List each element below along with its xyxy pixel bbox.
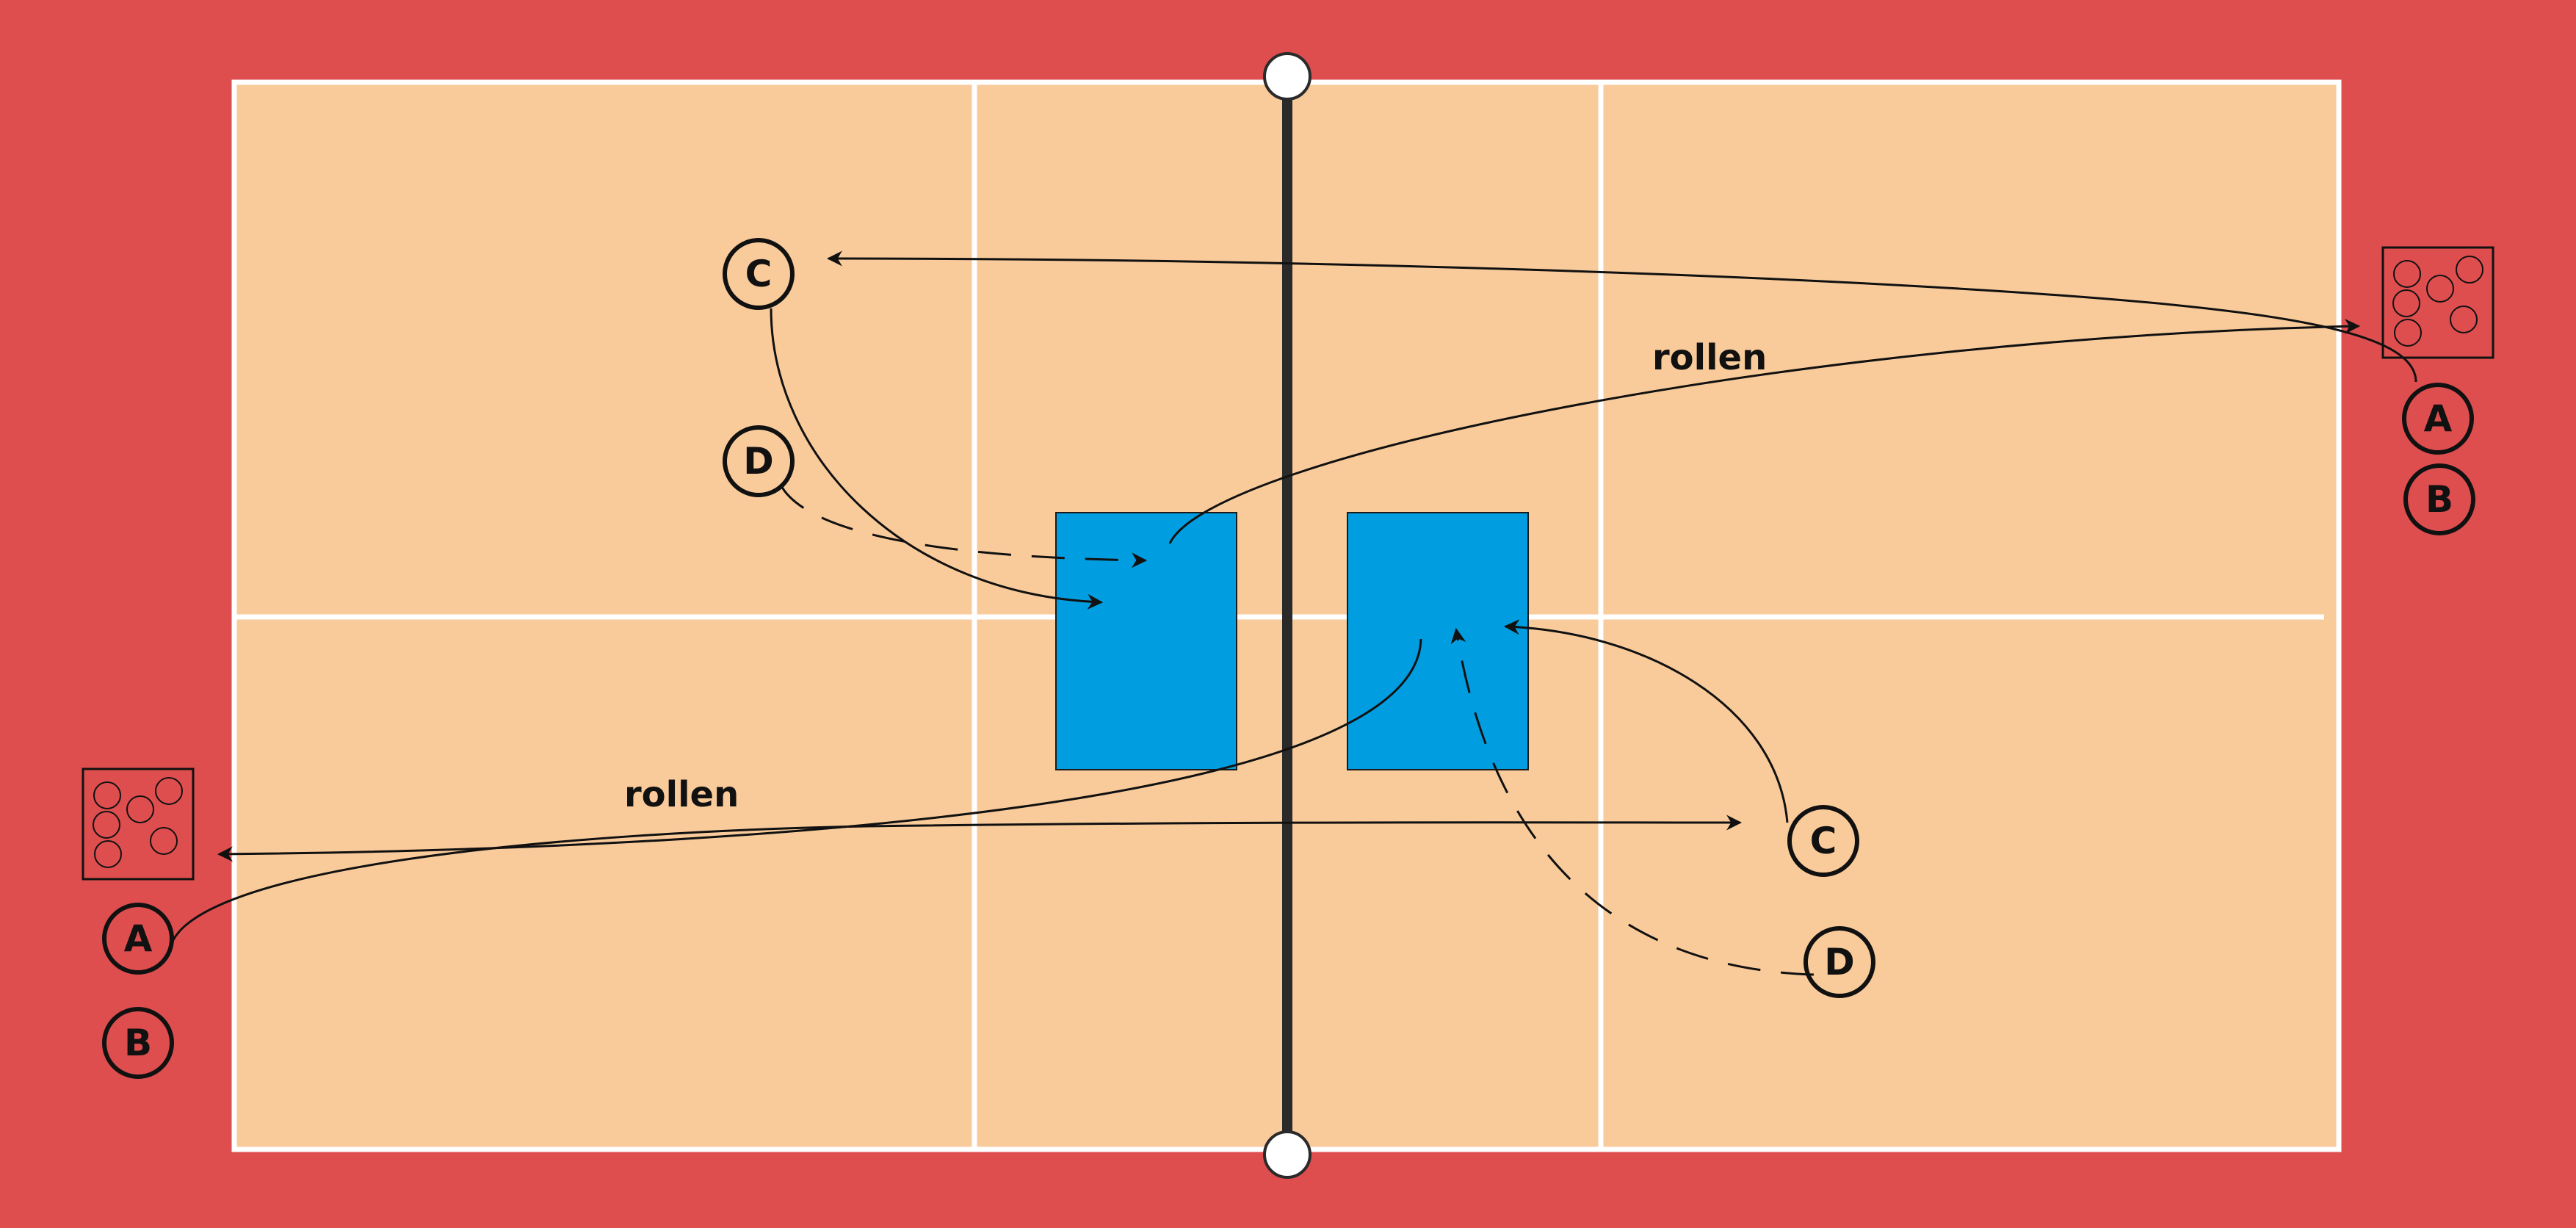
player-right-a: A bbox=[2402, 383, 2474, 455]
svg-text:C: C bbox=[745, 253, 773, 295]
player-top-left-d: D bbox=[723, 425, 795, 497]
label-rollen-top: rollen bbox=[1652, 337, 1767, 378]
ball-box-right bbox=[2381, 246, 2494, 359]
svg-text:C: C bbox=[1810, 820, 1837, 862]
ball-box-left bbox=[82, 768, 195, 881]
svg-text:B: B bbox=[124, 1022, 152, 1064]
player-left-a: A bbox=[102, 903, 174, 975]
path-rollen-top bbox=[1168, 318, 2361, 544]
path-right-a-throw bbox=[826, 250, 2417, 383]
svg-text:A: A bbox=[2424, 397, 2453, 440]
svg-text:D: D bbox=[1824, 941, 1855, 983]
path-top-d-run bbox=[779, 484, 1148, 568]
player-right-b: B bbox=[2403, 463, 2475, 535]
path-bottom-d-run bbox=[1450, 627, 1815, 976]
player-top-left-c: C bbox=[723, 238, 795, 310]
path-top-c-run bbox=[770, 308, 1104, 610]
net-post-bottom bbox=[1263, 1130, 1311, 1179]
svg-text:D: D bbox=[743, 440, 774, 483]
mat-left bbox=[1055, 512, 1237, 770]
svg-text:A: A bbox=[124, 917, 153, 960]
player-bottom-right-d: D bbox=[1803, 926, 1875, 998]
player-left-b: B bbox=[102, 1007, 174, 1079]
mat-right bbox=[1347, 512, 1529, 770]
svg-text:B: B bbox=[2425, 478, 2453, 521]
label-rollen-bottom: rollen bbox=[624, 774, 739, 815]
player-bottom-right-c: C bbox=[1787, 805, 1859, 877]
path-bottom-c-run bbox=[1503, 619, 1789, 823]
net-post-top bbox=[1263, 52, 1311, 101]
